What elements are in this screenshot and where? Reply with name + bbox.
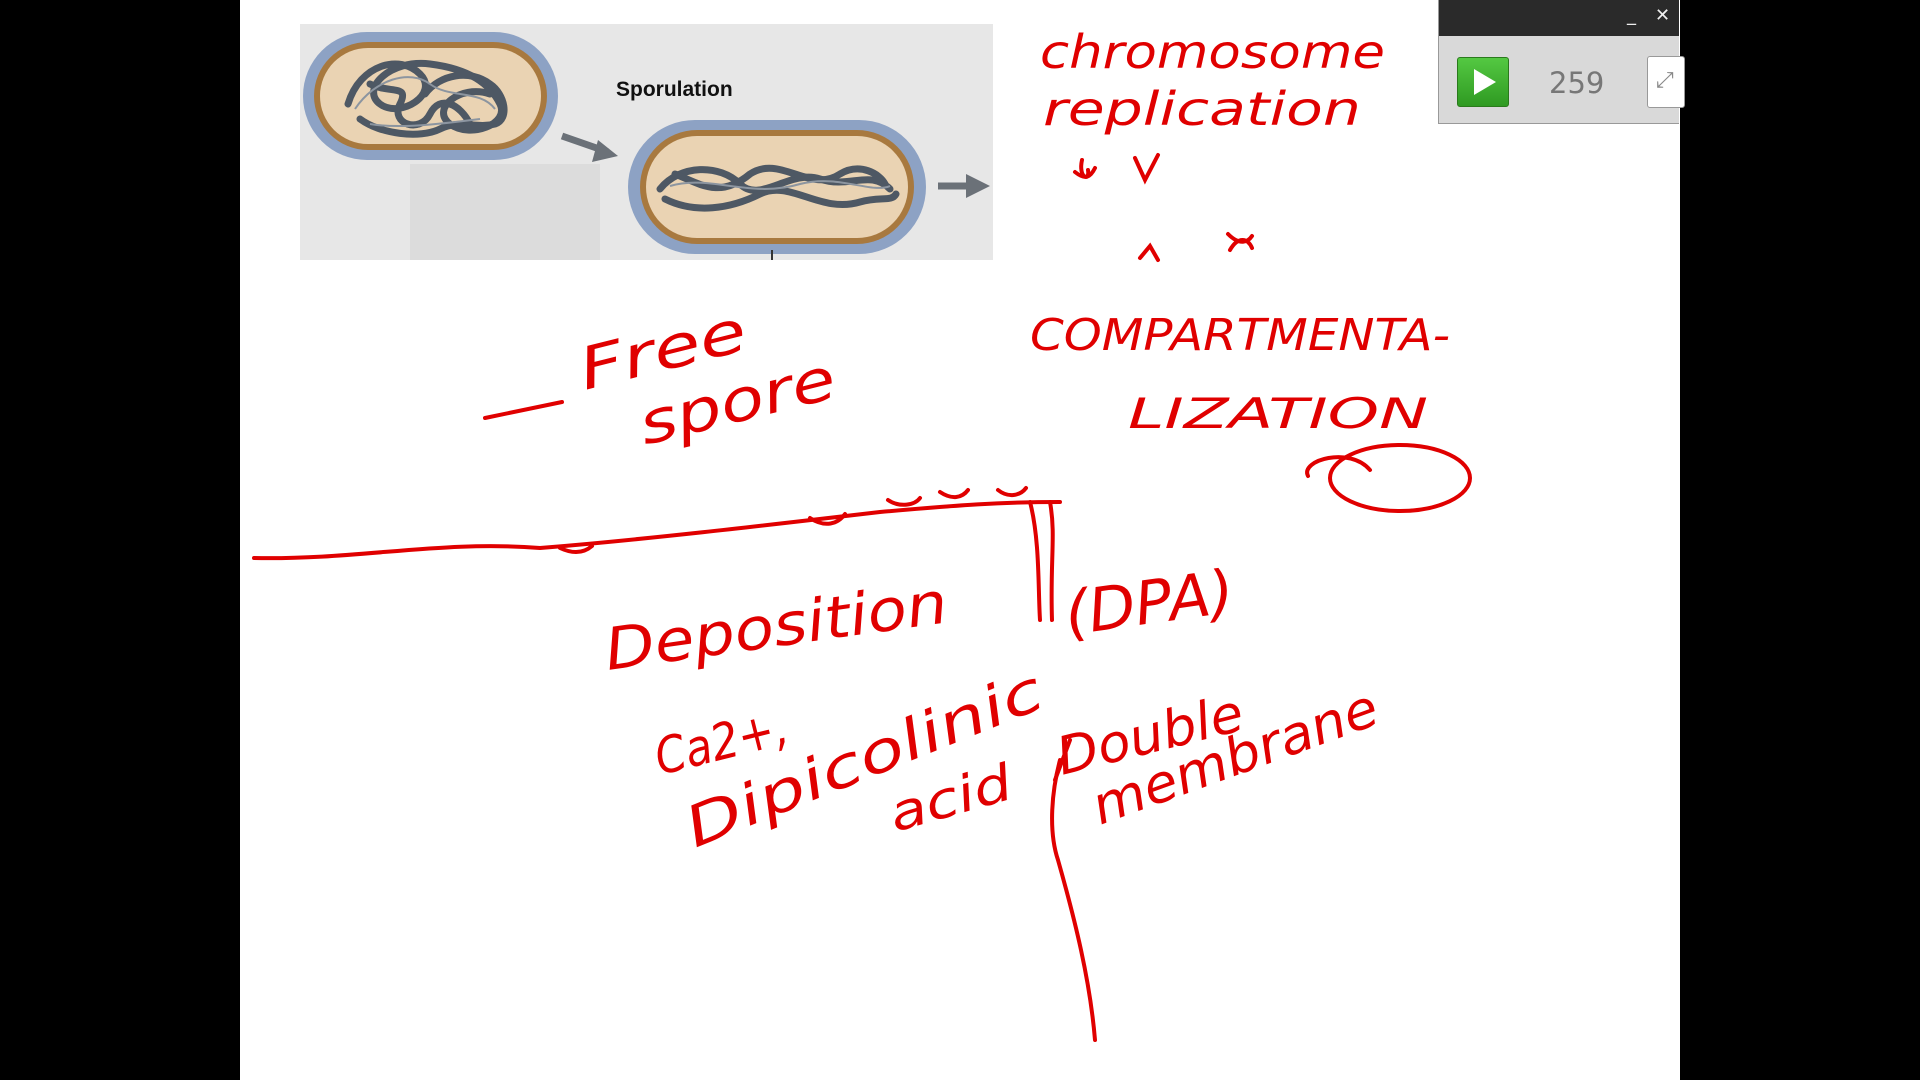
note-acid: acid — [882, 753, 1018, 843]
note-replication: replication — [1043, 82, 1361, 136]
note-calcium: Ca2+, — [649, 698, 794, 787]
note-deposition: Deposition — [600, 569, 951, 684]
play-button[interactable] — [1457, 57, 1509, 107]
player-titlebar: _ ✕ — [1439, 0, 1679, 36]
counter-readout: 259 — [1549, 66, 1605, 100]
whiteboard-canvas[interactable]: Sporulation chromosome replication COMPA… — [240, 0, 1680, 1080]
note-free: Free — [572, 296, 753, 403]
minimize-button[interactable]: _ — [1627, 5, 1636, 26]
note-dpa: (DPA) — [1060, 557, 1238, 650]
sporulation-figure: Sporulation — [300, 24, 993, 260]
note-compartmentalization-1: COMPARTMENTA- — [1030, 310, 1450, 361]
chromosome-cluster-2 — [656, 164, 900, 212]
close-button[interactable]: ✕ — [1655, 5, 1671, 26]
note-dipicolinic: Dipicolinic — [676, 658, 1053, 861]
media-player-widget: _ ✕ 259 — [1438, 0, 1685, 124]
note-chromosome: chromosome — [1040, 25, 1385, 79]
sporulation-diagram — [303, 32, 990, 260]
note-double: Double — [1051, 683, 1250, 787]
figure-label: Sporulation — [616, 78, 733, 101]
note-membrane: membrane — [1084, 678, 1386, 837]
chromosome-cluster-1 — [344, 59, 508, 138]
ink-strokes — [252, 153, 1472, 1042]
note-spore: spore — [632, 344, 843, 458]
note-compartmentalization-2: LIZATION — [1128, 389, 1428, 438]
expand-button[interactable] — [1647, 56, 1685, 108]
